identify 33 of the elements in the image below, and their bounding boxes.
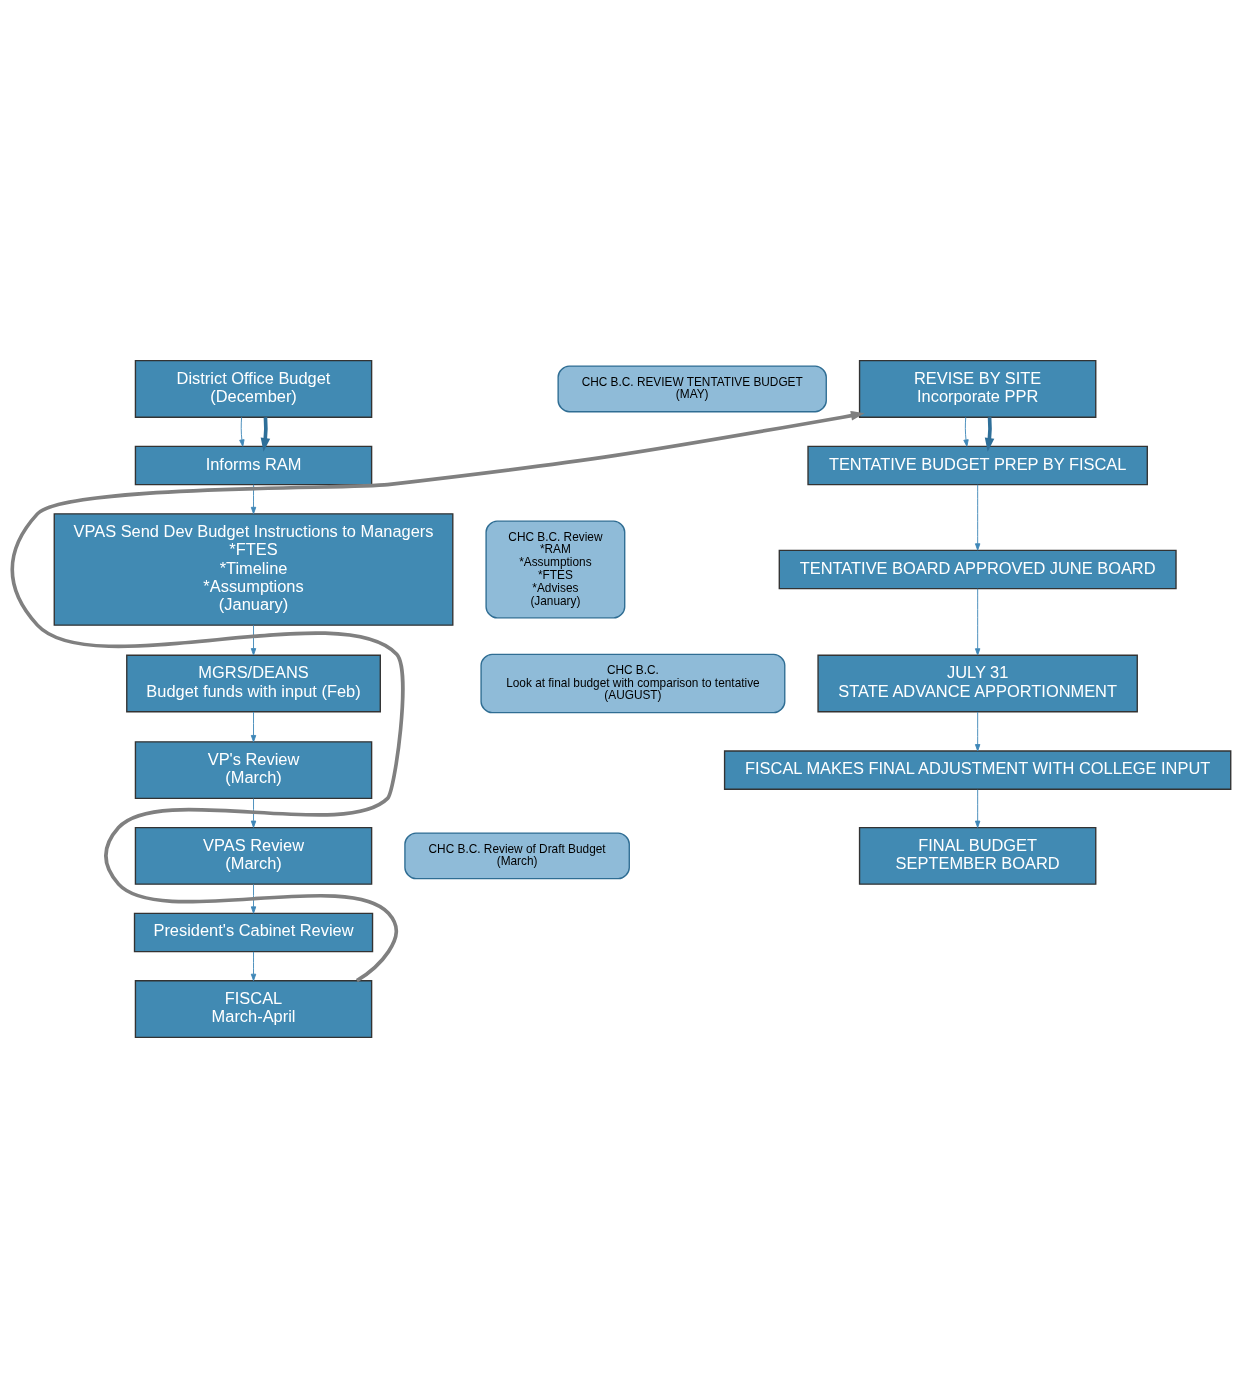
arrow [250,883,257,914]
node-box: VPAS Review (March) [134,826,373,885]
arrow [974,788,981,828]
arrow [974,483,981,551]
node-box: FINAL BUDGET SEPTEMBER BOARD [858,826,1097,885]
node-box: TENTATIVE BUDGET PREP BY FISCAL [807,445,1148,485]
arrow [250,797,257,828]
arrow [250,624,257,655]
node-box: CHC B.C. Look at final budget with comparison to tentative (AUGUST) [480,653,786,713]
arrow [10,410,865,982]
arrow [974,587,981,656]
arrow [974,711,981,751]
arrow [250,950,257,981]
node-box: TENTATIVE BOARD APPROVED JUNE BOARD [778,549,1177,589]
arrow [250,483,257,514]
node-box: JULY 31 STATE ADVANCE APPORTIONMENT [817,654,1138,712]
node-box: VPAS Send Dev Budget Instructions to Managers *FTES *Timeline *Assumptions (January) [53,512,454,626]
node-box: CHC B.C. REVIEW TENTATIVE BUDGET (MAY) [557,364,827,412]
arrow [260,416,271,452]
node-box: CHC B.C. Review *RAM *Assumptions *FTES *Advises (January) [485,519,626,618]
arrow [250,711,257,742]
node-box: Informs RAM [134,445,373,485]
node-box: FISCAL March-April [134,979,373,1038]
node-box: MGRS/DEANS Budget funds with input (Feb) [126,654,381,712]
arrow [984,416,995,452]
node-box: CHC B.C. Review of Draft Budget (March) [404,831,630,879]
node-box: President's Cabinet Review [133,912,374,952]
node-box: VP's Review (March) [134,740,373,799]
node-box: District Office Budget (December) [134,359,373,418]
arrow [963,416,969,447]
arrow [239,416,245,447]
node-box: REVISE BY SITE Incorporate PPR [858,359,1097,418]
node-box: FISCAL MAKES FINAL ADJUSTMENT WITH COLLEGE INPUT [723,749,1232,790]
